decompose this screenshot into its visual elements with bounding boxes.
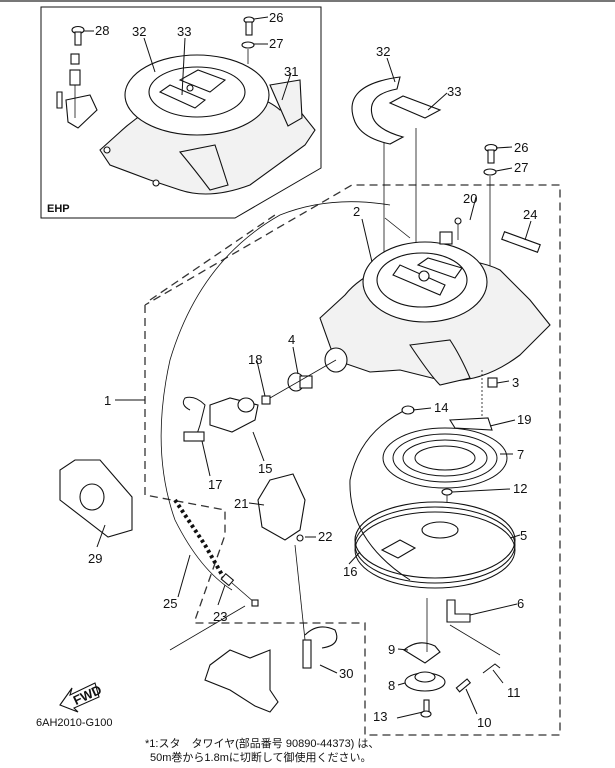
callout-19: 19: [517, 412, 531, 427]
screw-12: [441, 488, 453, 496]
inset-frame: [40, 6, 322, 219]
callout-4: 4: [288, 332, 295, 347]
inset-bracket: [56, 91, 98, 129]
ehp-inset: EHP: [40, 6, 322, 219]
callout-8: 8: [388, 678, 395, 693]
callout-23: 23: [213, 609, 227, 624]
cable-16: [349, 407, 411, 581]
callout-22: 22: [318, 529, 332, 544]
bolt-13: [420, 699, 432, 718]
lower-bracket: [204, 649, 279, 713]
callout-25: 25: [163, 596, 177, 611]
drive-plate-8: [404, 671, 446, 692]
inset-spring: [69, 69, 81, 86]
cover-29: [59, 459, 133, 538]
callout-18: 18: [248, 352, 262, 367]
inset-label: EHP: [47, 203, 70, 215]
inset-callout-27: 27: [269, 36, 283, 51]
inset-callout-31: 31: [284, 64, 298, 79]
footnote: *1:スタ タワイヤ(部品番号 90890-44373) は、 50m巻から1.8…: [145, 737, 379, 765]
inset-callout-33: 33: [177, 24, 191, 39]
wire-clip: [182, 396, 206, 441]
callout-3: 3: [512, 375, 519, 390]
clamp-30: [304, 626, 338, 649]
nut-3: [487, 377, 498, 388]
callout-6: 6: [517, 596, 524, 611]
callout-33: 33: [447, 84, 461, 99]
washer-27: [483, 168, 497, 176]
starter-rope-curve: [160, 201, 391, 591]
callout-14: 14: [434, 400, 448, 415]
inset-callout-32: 32: [132, 24, 146, 39]
spiral-spring-7: [382, 427, 508, 489]
decal-32: [351, 76, 405, 145]
part-19: [449, 417, 493, 431]
inset-bolt-26: [243, 16, 255, 36]
fwd-label: FWD: [71, 682, 104, 708]
callout-10: 10: [477, 715, 491, 730]
spring-18: [261, 395, 271, 405]
callout-13: 13: [373, 709, 387, 724]
assembly-1-outline: [144, 184, 561, 736]
callout-9: 9: [388, 642, 395, 657]
inset-starter-cover: [99, 54, 316, 195]
diagram-code: 6AH2010-G100: [36, 717, 113, 729]
callout-2: 2: [353, 204, 360, 219]
inset-callout-26: 26: [269, 10, 283, 25]
callout-30: 30: [339, 666, 353, 681]
callout-1: 1: [104, 393, 111, 408]
callout-26: 26: [514, 140, 528, 155]
callout-5: 5: [520, 528, 527, 543]
callout-12: 12: [513, 481, 527, 496]
fitting-23: [220, 572, 235, 587]
callout-11: 11: [507, 685, 521, 700]
fwd-arrow: FWD: [59, 682, 104, 713]
callout-21: 21: [234, 496, 248, 511]
starter-cover-2: [319, 241, 551, 386]
footnote-line-1: *1:スタ タワイヤ(部品番号 90890-44373) は、: [145, 738, 380, 750]
inset-bolt-28: [71, 25, 85, 46]
bracket-21: [257, 473, 306, 541]
bolt-26: [484, 143, 498, 164]
callout-16: 16: [343, 564, 357, 579]
inset-spacer: [70, 53, 80, 65]
inset-callout-28: 28: [95, 23, 109, 38]
callout-27: 27: [514, 160, 528, 175]
clip-17: [183, 431, 205, 442]
callout-7: 7: [517, 447, 524, 462]
callout-29: 29: [88, 551, 102, 566]
screw-22: [296, 534, 304, 542]
callout-15: 15: [258, 461, 272, 476]
callout-24: 24: [523, 207, 537, 222]
callout-17: 17: [208, 477, 222, 492]
pin-20: [439, 217, 462, 245]
reel-5: [354, 501, 516, 589]
handle-15: [209, 397, 259, 433]
footnote-line-2: 50m巻から1.8mに切断して御使用ください。: [150, 752, 372, 764]
inset-washer-27: [241, 41, 255, 49]
pawl-6: [446, 599, 471, 623]
callout-32: 32: [376, 44, 390, 59]
decal-33: [388, 95, 442, 119]
spring-24: [501, 231, 541, 253]
callout-20: 20: [463, 191, 477, 206]
plate-9: [403, 642, 441, 664]
rope-tube-25: [173, 498, 227, 581]
clip-11: [482, 663, 501, 674]
spring-10: [455, 678, 472, 693]
